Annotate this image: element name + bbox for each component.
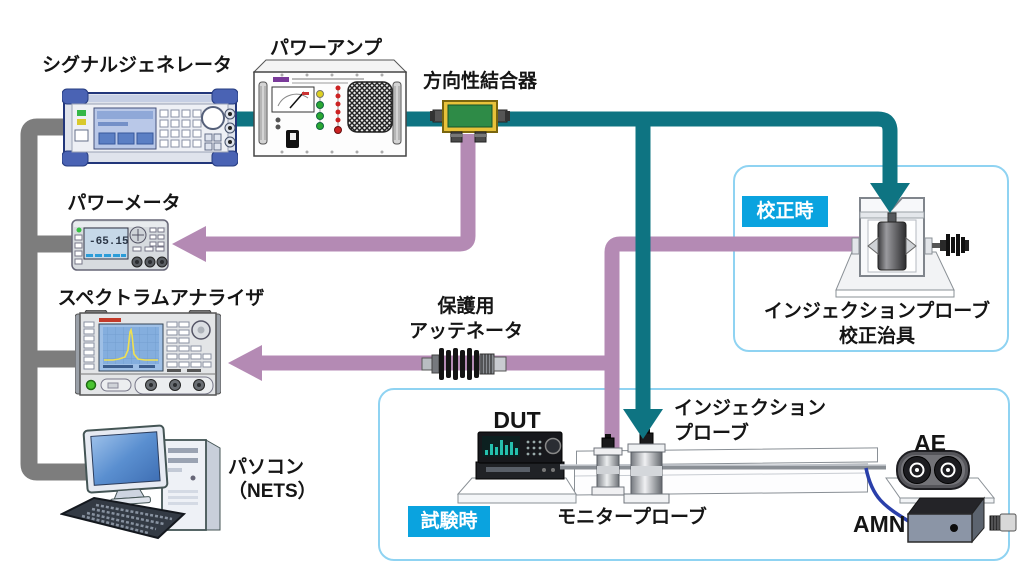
pc-monitor (81, 423, 172, 509)
front-panel-bottom (100, 376, 214, 395)
label-directional-coupler: 方向性結合器 (423, 71, 538, 92)
monitor-probe-device (588, 434, 628, 498)
dut-keypad (526, 440, 542, 456)
signal-generator-device (61, 87, 239, 169)
calibration-jig-device (830, 190, 970, 302)
attenuator-connector-left (421, 357, 433, 371)
label-power-amp: パワーアンプ (270, 38, 382, 59)
label-ae: AE (914, 430, 946, 456)
ae-connector-right (934, 456, 962, 484)
directional-coupler-device (429, 98, 511, 146)
gpib-control-bus-line (20, 118, 98, 481)
cursor-keys (204, 133, 222, 151)
arrow-to-power-meter (172, 226, 206, 262)
fan-grille (347, 81, 393, 133)
amn-top (907, 497, 985, 515)
power-meter-device: -65.15 (71, 217, 169, 273)
probe-connector (601, 437, 615, 450)
rack-handle-right (392, 81, 402, 145)
pc-keyboard (59, 496, 187, 540)
label-spectrum-analyzer: スペクトラムアナライザ (57, 288, 265, 309)
power-key (74, 129, 89, 142)
label-protective-attenuator: 保護用 アッテネータ (409, 294, 523, 344)
jig-probe-cylinder (877, 221, 907, 271)
label-attenuator-line1: 保護用 (437, 296, 495, 317)
power-amplifier-device (252, 58, 408, 160)
power-button (85, 379, 97, 391)
ae-connector-left (903, 456, 931, 484)
label-signal-generator: シグナルジェネレータ (41, 55, 233, 76)
analyzer-screen (98, 323, 164, 372)
attenuator-connector-right (493, 356, 507, 372)
amn-front (907, 513, 973, 543)
calibration-badge: 校正時 (742, 196, 828, 227)
label-amn: AMN (853, 511, 906, 537)
label-injection-probe-line1: インジェクション (674, 398, 827, 419)
label-pc: パソコン （NETS） (228, 456, 317, 504)
output-connectors (224, 108, 236, 148)
rf-forward-line (220, 111, 898, 411)
screws (280, 73, 384, 154)
softkey-row (86, 254, 126, 257)
injection-probe-device (618, 428, 674, 506)
brand-logo (99, 318, 121, 322)
rotary-knob (201, 106, 225, 130)
jig-terminator (932, 234, 969, 256)
label-calibration-jig-line2: 校正治具 (838, 326, 916, 347)
rack-handle-left (258, 81, 268, 145)
attenuator-ribs (439, 348, 479, 380)
dpad (129, 226, 147, 244)
corner-bumpers (61, 88, 239, 167)
calibration-group-box (733, 165, 1009, 352)
spectrum-analyzer-device (74, 309, 222, 398)
dut-table-front (457, 493, 577, 504)
analog-meter (271, 86, 315, 113)
left-buttons (74, 234, 83, 265)
drive-bay (168, 448, 198, 453)
label-calibration-jig-line1: インジェクションプローブ (763, 301, 991, 322)
coupler-face (447, 104, 493, 128)
label-pc-line1: パソコン (228, 457, 305, 478)
dut-table-top (456, 477, 577, 495)
keypad (132, 227, 165, 252)
left-buttons (83, 321, 95, 370)
label-attenuator-line2: アッテネータ (408, 321, 524, 342)
coupler-sample-ports (450, 131, 487, 143)
arrow-to-spectrum-analyzer (228, 345, 262, 381)
dut-eq-bars (485, 440, 518, 455)
power-led (76, 227, 82, 233)
label-monitor-probe: モニタープローブ (557, 507, 707, 528)
label-dut: DUT (493, 407, 541, 433)
display-screen (93, 107, 157, 150)
amn-device (902, 494, 1018, 550)
amn-adapter (989, 513, 1017, 532)
yellow-led (77, 119, 86, 125)
label-pc-line2: （NETS） (228, 481, 317, 502)
brand-logo (273, 77, 289, 82)
probe-connector (639, 432, 654, 446)
drive-bay (168, 458, 198, 463)
amn-port (950, 524, 958, 532)
label-injection-probe: インジェクション プローブ (674, 396, 826, 446)
lcd-display (83, 227, 129, 260)
protective-attenuator-device (420, 346, 516, 382)
spectrum-trace (104, 327, 158, 361)
green-led (77, 110, 86, 116)
keypad (159, 109, 202, 148)
monitor-screen (90, 431, 161, 486)
test-badge: 試験時 (408, 506, 490, 537)
power-switch (286, 130, 299, 148)
function-keys (166, 321, 212, 372)
status-leds (316, 85, 342, 134)
label-calibration-jig: インジェクションプローブ 校正治具 (764, 299, 990, 349)
power-meter-reading: -65.15 (89, 236, 129, 248)
test-group-box (378, 388, 1010, 561)
dut-knob (544, 437, 562, 455)
label-injection-probe-line2: プローブ (674, 423, 749, 444)
input-connectors (131, 256, 168, 268)
dut-device (454, 426, 580, 508)
label-power-meter: パワーメータ (67, 193, 181, 214)
